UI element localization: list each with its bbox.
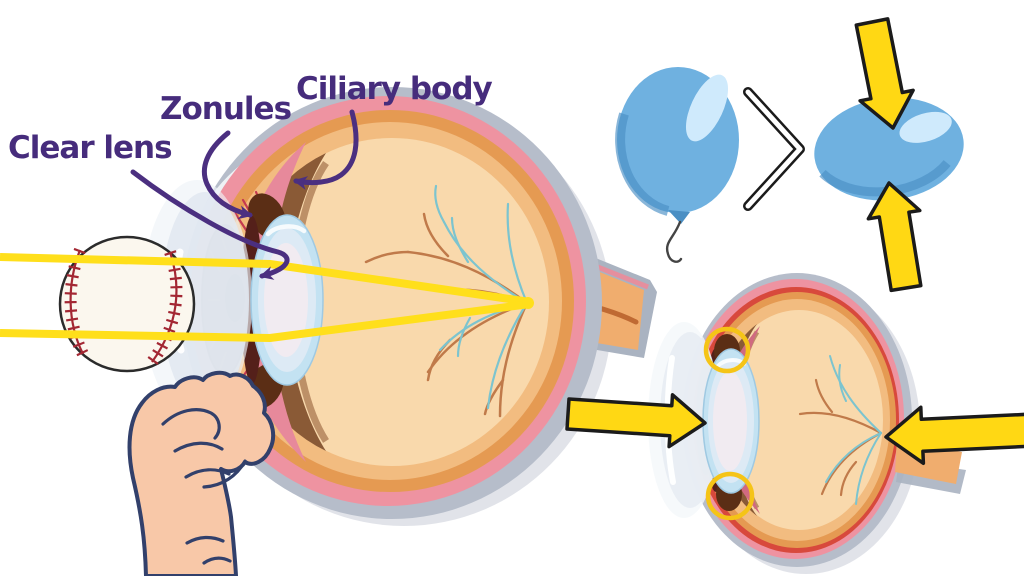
vitreous-body xyxy=(235,138,549,466)
balloon-comparison-panel xyxy=(615,17,964,293)
annotations: Clear lens Zonules Ciliary body xyxy=(8,71,494,280)
balloon-string xyxy=(665,220,683,263)
accommodated-eye-cross-section xyxy=(648,273,966,574)
ciliary-body-pointer-arrow xyxy=(293,109,359,190)
label-ciliary-body: Ciliary body xyxy=(296,71,493,107)
cornea xyxy=(161,192,249,408)
light-ray-top xyxy=(0,253,531,306)
relaxed-eye-cross-section xyxy=(142,87,657,526)
balloon-icon xyxy=(615,67,739,263)
ciliary-highlight-circle-bottom xyxy=(705,471,755,521)
chevron-right-icon xyxy=(743,87,805,211)
ciliary-highlight-circle-top xyxy=(703,326,751,374)
clear-lens xyxy=(250,214,324,386)
retina-vessels-small xyxy=(798,355,883,505)
pressure-arrow-up xyxy=(866,181,923,293)
label-zonules: Zonules xyxy=(160,91,291,127)
label-clear-lens: Clear lens xyxy=(8,130,172,166)
zonules-pointer-arrow xyxy=(201,130,253,220)
pressure-arrow-right xyxy=(884,405,1024,466)
pressure-arrow-left xyxy=(565,393,707,449)
fist-finger-lines xyxy=(161,408,247,565)
pressure-arrow-down xyxy=(854,17,915,130)
clear-lens-pointer-arrow xyxy=(130,169,290,280)
light-ray-bottom xyxy=(0,300,531,342)
balloon-knot xyxy=(668,210,690,224)
focal-point xyxy=(522,297,534,309)
light-rays xyxy=(0,253,534,342)
fist-icon xyxy=(127,370,276,576)
